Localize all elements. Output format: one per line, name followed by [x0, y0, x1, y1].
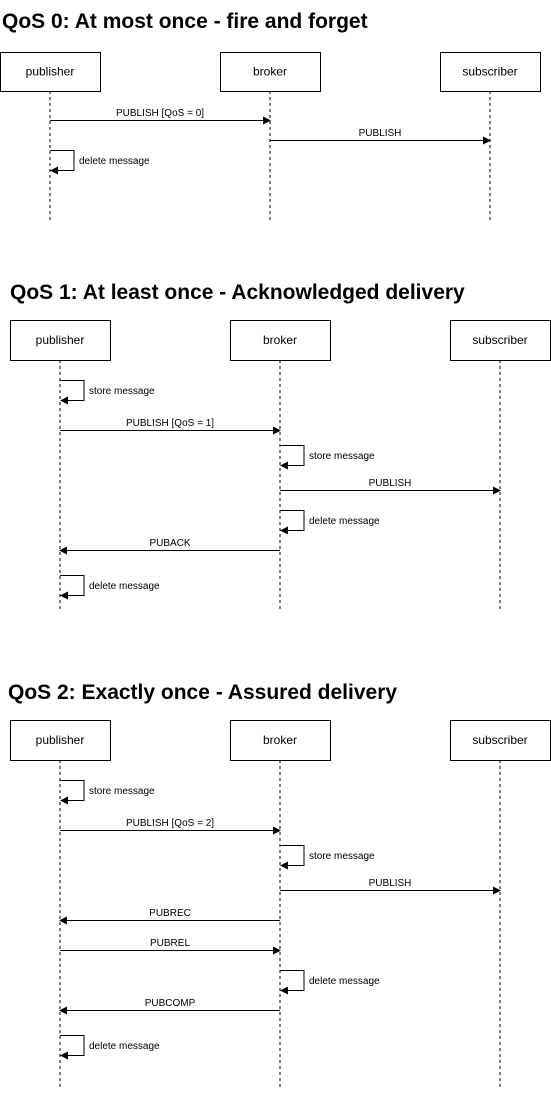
self-message-arrow [60, 380, 85, 405]
self-message-arrow [60, 1035, 85, 1060]
self-message-arrow [60, 575, 85, 600]
self-message-label-delete-message: delete message [89, 1041, 160, 1052]
self-message-label-delete-message: delete message [309, 976, 380, 987]
section-title: QoS 0: At most once - fire and forget [2, 10, 368, 33]
self-message-arrow [280, 970, 305, 995]
participant-box-subscriber [450, 320, 551, 361]
participant-label-subscriber: subscriber [472, 733, 527, 747]
participant-label-publisher: publisher [36, 333, 85, 347]
section-title: QoS 2: Exactly once - Assured delivery [8, 681, 397, 704]
self-message-label-store-message: store message [309, 451, 375, 462]
self-message-arrow [50, 150, 75, 175]
message-label-pubcomp: PUBCOMP [145, 998, 196, 1009]
message-label-pubrel: PUBREL [150, 938, 190, 949]
participant-label-broker: broker [263, 733, 297, 747]
self-message-label-store-message: store message [89, 386, 155, 397]
message-label-publish: PUBLISH [369, 478, 412, 489]
participant-label-publisher: publisher [26, 65, 75, 79]
participant-box-broker [220, 52, 321, 92]
participant-box-broker [230, 320, 331, 361]
message-label-publish-qos-0: PUBLISH [QoS = 0] [116, 108, 204, 119]
participant-label-subscriber: subscriber [472, 333, 527, 347]
participant-label-broker: broker [263, 333, 297, 347]
section-title: QoS 1: At least once - Acknowledged deli… [10, 281, 465, 304]
participant-label-subscriber: subscriber [462, 65, 517, 79]
participant-box-publisher [10, 720, 111, 761]
participant-box-subscriber [440, 52, 541, 92]
participant-label-broker: broker [253, 65, 287, 79]
self-message-arrow [60, 780, 85, 805]
participant-box-broker [230, 720, 331, 761]
participant-label-publisher: publisher [36, 733, 85, 747]
message-label-publish: PUBLISH [369, 878, 412, 889]
participant-box-publisher [0, 52, 101, 92]
section-qos-1: QoS 1: At least once - Acknowledged deli… [10, 281, 551, 610]
participant-box-publisher [10, 320, 111, 361]
message-label-puback: PUBACK [149, 538, 190, 549]
message-label-publish-qos-1: PUBLISH [QoS = 1] [126, 418, 214, 429]
self-message-label-delete-message: delete message [309, 516, 380, 527]
self-message-label-delete-message: delete message [79, 156, 150, 167]
self-message-arrow [280, 445, 305, 470]
message-label-publish-qos-2: PUBLISH [QoS = 2] [126, 818, 214, 829]
self-message-label-store-message: store message [89, 786, 155, 797]
self-message-arrow [280, 845, 305, 870]
section-qos-2: QoS 2: Exactly once - Assured delivery pu… [8, 681, 551, 1090]
self-message-label-store-message: store message [309, 851, 375, 862]
self-message-arrow [280, 510, 305, 535]
participant-box-subscriber [450, 720, 551, 761]
section-qos-0: QoS 0: At most once - fire and forget pub… [0, 10, 541, 220]
message-label-publish: PUBLISH [359, 128, 402, 139]
self-message-label-delete-message: delete message [89, 581, 160, 592]
message-label-pubrec: PUBREC [149, 908, 191, 919]
